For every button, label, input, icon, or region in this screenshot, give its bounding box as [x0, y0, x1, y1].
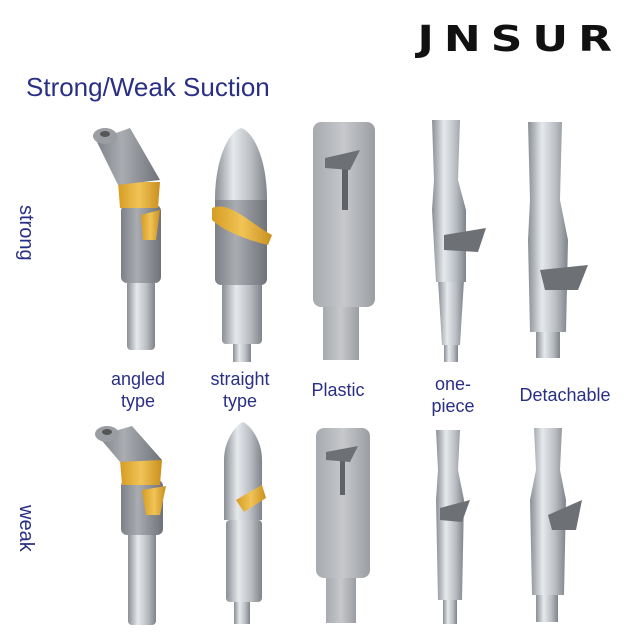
strong-detachable-image: [528, 122, 588, 358]
caption-plastic: Plastic: [311, 380, 365, 400]
brand-logo: JNSUR: [417, 19, 622, 60]
strong-one-piece-image: [432, 120, 486, 362]
caption-one-piece: one-piece: [431, 374, 475, 416]
strong-angled-type-image: [93, 128, 161, 350]
weak-plastic-image: [316, 428, 370, 623]
strong-plastic-image: [313, 122, 375, 360]
caption-detachable: Detachable: [519, 385, 611, 405]
weak-angled-type-image: [95, 426, 166, 625]
weak-straight-type-image: [224, 422, 266, 624]
weak-detachable-image: [530, 428, 582, 622]
page-heading: Strong/Weak Suction: [26, 72, 270, 102]
weak-one-piece-image: [436, 430, 470, 624]
strong-straight-type-image: [212, 128, 272, 362]
